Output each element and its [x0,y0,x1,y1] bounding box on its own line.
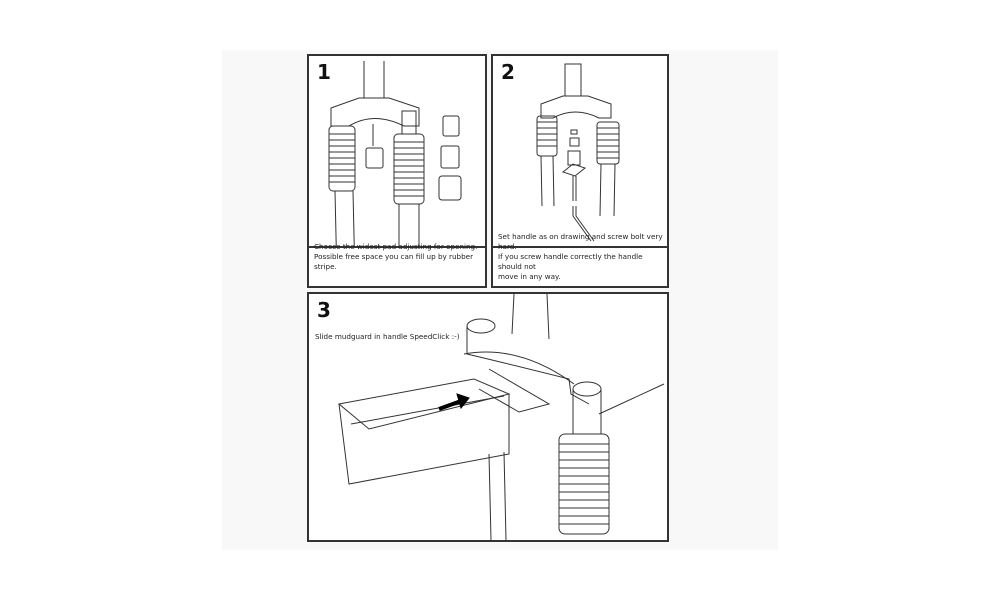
step-2-panel: 2 Set handle as on drawing and screw bol… [491,54,669,288]
step-number: 2 [501,60,515,84]
step-caption: Set handle as on drawing and screw bolt … [498,232,663,281]
step-1-caption-box [309,246,485,286]
step-2-caption-box [493,246,667,286]
mudguard-insertion-illustration [337,294,665,540]
arrow-icon [438,399,462,411]
step-number: 3 [317,298,331,322]
step-number: 1 [317,60,331,84]
step-1-panel: 1 Choose the widest pad adjusting for op… [307,54,487,288]
step-caption: Slide mudguard in handle SpeedClick :-) [315,332,460,341]
fork-with-bolt-illustration [536,63,620,242]
step-3-panel: 3 Slide mudguard in handle SpeedClick :-… [307,292,669,542]
step-caption: Choose the widest pad adjusting for open… [314,242,478,271]
coil-spring [558,433,610,535]
